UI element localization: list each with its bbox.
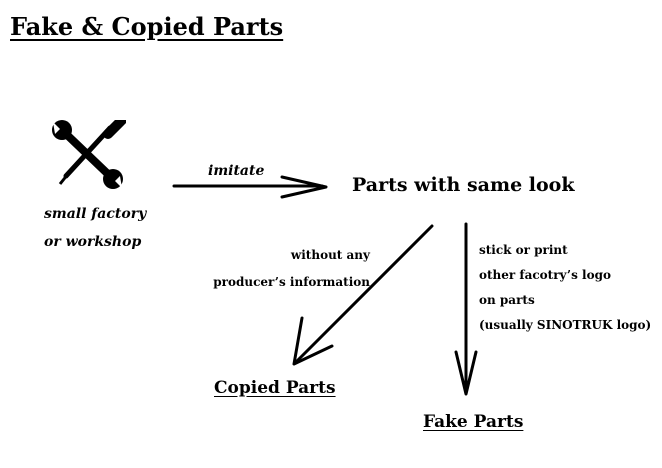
- left-branch-line-2: producer’s information: [213, 275, 370, 289]
- right-branch-line-3: on parts: [479, 293, 535, 307]
- imitate-label: imitate: [208, 163, 265, 179]
- fake-parts-label: Fake Parts: [423, 412, 524, 432]
- left-branch-line-1: without any: [290, 248, 370, 262]
- source-line-1: small factory: [44, 206, 147, 222]
- page-title: Fake & Copied Parts: [10, 12, 284, 41]
- right-branch-line-2: other facotry’s logo: [479, 268, 611, 282]
- right-branch-line-1: stick or print: [479, 243, 568, 257]
- copied-arrow: [292, 224, 434, 366]
- source-line-2: or workshop: [44, 234, 142, 250]
- wrench-icon: [52, 120, 123, 189]
- copied-parts-label: Copied Parts: [214, 378, 336, 398]
- center-node-label: Parts with same look: [352, 174, 575, 196]
- imitate-arrow: [172, 175, 328, 199]
- right-branch-line-4: (usually SINOTRUK logo): [479, 318, 652, 332]
- left-branch-label: without any producer’s information: [210, 242, 370, 296]
- fake-arrow: [454, 222, 478, 396]
- source-label: small factory or workshop: [44, 200, 146, 256]
- right-branch-label: stick or print other facotry’s logo on p…: [479, 238, 651, 338]
- wrench-and-screwdriver-icon: [52, 120, 126, 189]
